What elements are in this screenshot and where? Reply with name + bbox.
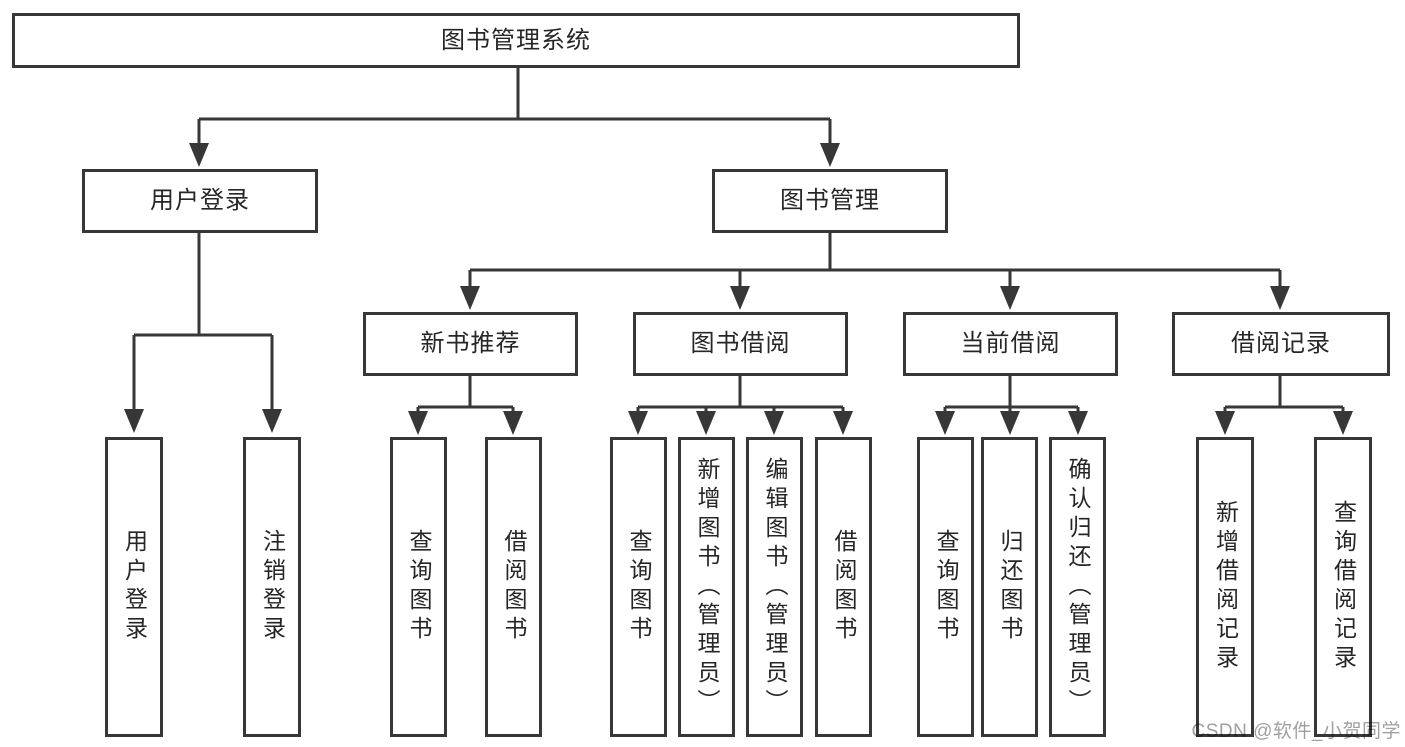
connector-line	[416, 376, 515, 412]
connector-line	[636, 376, 845, 412]
node-label: 图书借阅	[690, 330, 791, 357]
leaf-return-book: 归还图书	[981, 437, 1038, 737]
node-book-borrowing: 图书借阅	[633, 312, 848, 376]
leaf-user-login: 用户登录	[105, 437, 163, 737]
leaf-query-books-borrow: 查询图书	[610, 437, 667, 737]
arrowhead	[628, 411, 853, 435]
leaf-label: 查询借阅记录	[1330, 500, 1357, 674]
leaf-label: 借阅图书	[501, 529, 527, 645]
connector-line	[1223, 376, 1345, 412]
leaf-confirm-return-admin: 确认归还（管理员）	[1049, 437, 1106, 737]
connector-user-login-to-leaves	[124, 233, 282, 433]
connector-records-to-leaves	[1215, 376, 1353, 435]
leaf-label: 新增借阅记录	[1212, 500, 1239, 674]
leaf-edit-book-admin: 编辑图书（管理员）	[746, 437, 803, 737]
arrowhead	[124, 409, 282, 433]
node-current-borrowing: 当前借阅	[903, 312, 1118, 376]
leaf-logout: 注销登录	[243, 437, 301, 737]
leaf-label: 查询图书	[406, 529, 432, 645]
node-book-management: 图书管理	[712, 169, 948, 233]
leaf-add-book-admin: 新增图书（管理员）	[678, 437, 735, 737]
leaf-label: 借阅图书	[831, 529, 857, 645]
connector-current-to-leaves	[935, 376, 1088, 435]
node-label: 当前借阅	[960, 330, 1061, 357]
leaf-label: 新增图书（管理员）	[694, 456, 720, 718]
arrowhead	[460, 286, 1290, 310]
node-label: 借阅记录	[1231, 330, 1331, 357]
node-label: 图书管理系统	[441, 26, 591, 54]
leaf-label: 编辑图书（管理员）	[762, 456, 788, 718]
node-borrowing-records: 借阅记录	[1172, 312, 1390, 376]
leaf-query-borrow-record: 查询借阅记录	[1314, 437, 1372, 737]
leaf-query-books-current: 查询图书	[917, 437, 974, 737]
arrowhead	[408, 411, 523, 435]
node-new-book-recommendation: 新书推荐	[363, 312, 578, 376]
leaf-label: 归还图书	[997, 529, 1023, 645]
csdn-watermark: CSDN @软件_小贺同学	[1191, 721, 1401, 742]
leaf-label: 查询图书	[933, 529, 959, 645]
leaf-label: 注销登录	[259, 529, 286, 645]
leaf-borrow-books-recommend: 借阅图书	[485, 437, 542, 737]
connector-new-books-to-leaves	[408, 376, 523, 435]
leaf-add-borrow-record: 新增借阅记录	[1196, 437, 1254, 737]
connector-line	[132, 233, 274, 410]
connector-line	[943, 376, 1080, 412]
leaf-label: 确认归还（管理员）	[1065, 456, 1091, 718]
leaf-label: 查询图书	[626, 529, 652, 645]
connector-borrow-to-leaves	[628, 376, 853, 435]
arrowhead	[935, 411, 1088, 435]
node-label: 图书管理	[780, 187, 880, 214]
node-library-management-system: 图书管理系统	[12, 13, 1020, 68]
leaf-query-books-recommend: 查询图书	[390, 437, 447, 737]
leaf-label: 用户登录	[121, 529, 148, 645]
arrowhead	[189, 143, 840, 167]
node-user-login: 用户登录	[82, 169, 318, 233]
connector-line	[468, 233, 1282, 287]
node-label: 新书推荐	[420, 330, 521, 357]
leaf-borrow-books: 借阅图书	[815, 437, 872, 737]
node-label: 用户登录	[150, 187, 250, 214]
connector-book-mgmt-to-level3	[460, 233, 1290, 310]
connector-root-to-level2	[189, 68, 840, 167]
connector-line	[197, 68, 832, 144]
arrowhead	[1215, 411, 1353, 435]
